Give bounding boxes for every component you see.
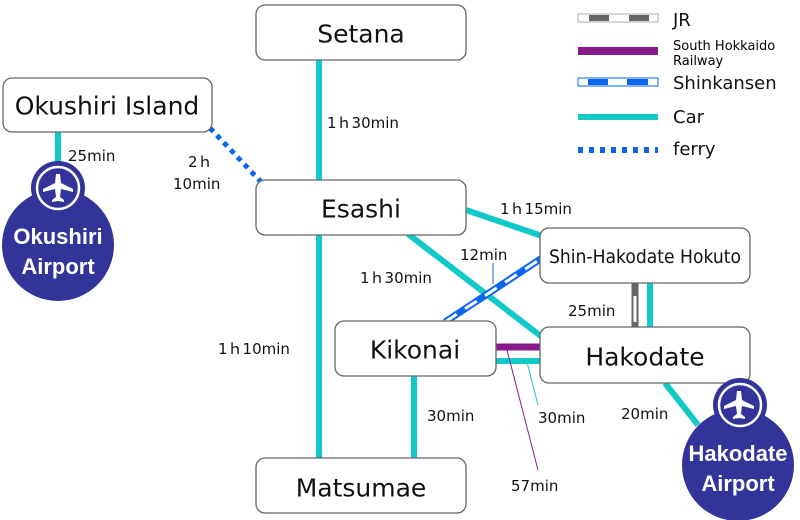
station-label: Hakodate [585,343,704,372]
time-label: 1ｈ30min [327,114,399,132]
time-label: 10min [173,175,220,193]
legend-jr: JR [577,10,691,31]
legend-label: ferry [673,139,716,160]
legend-label: Car [673,107,705,128]
car-hakodate-airport [662,381,701,427]
station-setana[interactable]: Setana [255,4,467,61]
hakodate-airport[interactable]: Hakodate Airport [682,378,794,520]
time-label: 1ｈ30min [360,269,432,287]
legend: JR South Hokkaido Railway Shinkansen Car… [577,10,777,160]
time-label: 25min [568,302,615,320]
leader-57min [506,349,539,471]
legend-label: Railway [673,54,724,69]
legend-car: Car [578,107,705,128]
airplane-icon [43,174,73,202]
time-label: 57min [511,477,558,495]
legend-south-hokkaido-railway: South Hokkaido Railway [578,39,775,69]
station-hakodate[interactable]: Hakodate [539,326,751,384]
station-label: Setana [317,20,405,49]
time-label: 1ｈ15min [500,200,572,218]
legend-label: JR [672,10,691,31]
time-label: 12min [460,246,507,264]
station-shin-hakodate-hokuto[interactable]: Shin-Hakodate Hokuto [539,227,751,284]
airplane-icon [724,391,754,419]
car-esashi-shin [465,207,543,239]
legend-label: Shinkansen [673,73,777,94]
airport-label: Hakodate [688,441,787,466]
airport-label: Okushiri [13,224,102,249]
ferry-route [208,126,264,185]
station-label: Shin-Hakodate Hokuto [549,246,741,268]
car-esashi-hakodate [406,231,544,340]
airport-label: Airport [21,254,95,279]
leader-30min [526,361,539,406]
time-label: 30min [538,409,585,427]
station-matsumae[interactable]: Matsumae [255,457,467,514]
legend-shinkansen: Shinkansen [577,73,777,94]
time-label: 30min [427,407,474,425]
station-okushiri-island[interactable]: Okushiri Island [2,77,213,133]
station-esashi[interactable]: Esashi [255,179,467,236]
station-label: Okushiri Island [15,92,200,121]
shinkansen-route [443,255,544,325]
time-label: 1ｈ10min [218,340,290,358]
okushiri-airport[interactable]: Okushiri Airport [2,161,114,301]
time-label: 2ｈ [188,153,213,171]
legend-label: South Hokkaido [673,39,775,54]
station-label: Esashi [321,195,401,224]
station-kikonai[interactable]: Kikonai [334,320,497,377]
airport-label: Airport [701,471,775,496]
station-label: Kikonai [370,336,460,365]
time-label: 20min [621,405,668,423]
station-label: Matsumae [296,474,427,503]
legend-ferry: ferry [578,139,716,160]
time-label: 25min [68,147,115,165]
